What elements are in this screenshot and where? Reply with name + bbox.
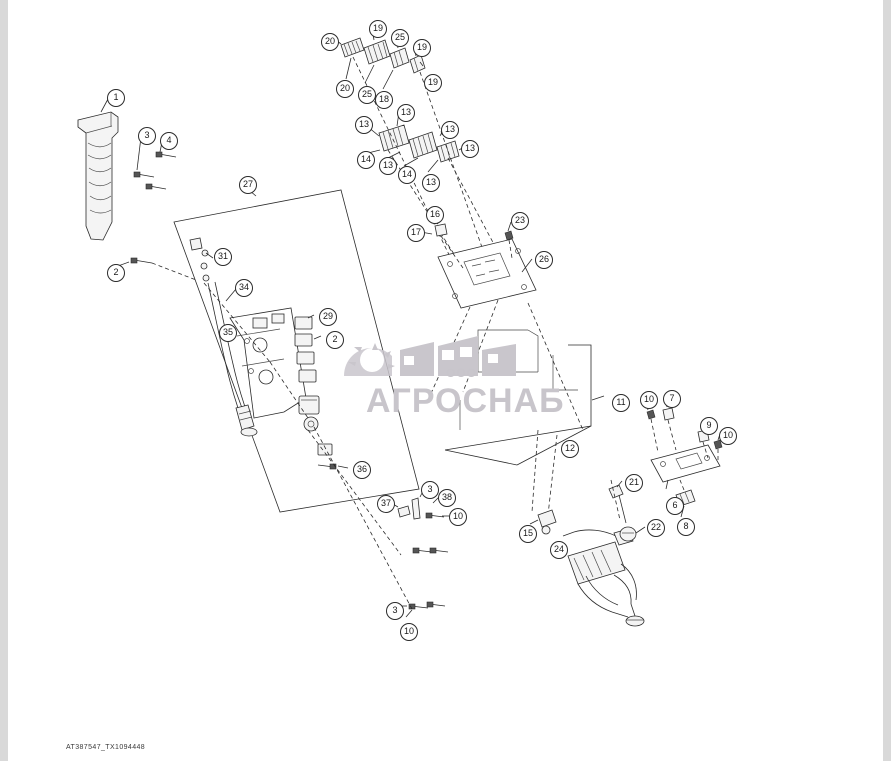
callout-14: 14 bbox=[398, 166, 416, 184]
callout-25: 25 bbox=[391, 29, 409, 47]
callout-35: 35 bbox=[219, 324, 237, 342]
part-1-column-cover bbox=[77, 111, 119, 241]
part-37-38-lower-fasteners bbox=[385, 488, 449, 618]
callout-2: 2 bbox=[107, 264, 125, 282]
part-35-inner-bracket bbox=[229, 307, 307, 419]
callout-13: 13 bbox=[379, 157, 397, 175]
callout-24: 24 bbox=[550, 541, 568, 559]
callout-26: 26 bbox=[535, 251, 553, 269]
callout-13: 13 bbox=[441, 121, 459, 139]
part-cluster-top-connectors bbox=[331, 28, 426, 90]
part-23-fastener bbox=[504, 221, 514, 259]
callout-19: 19 bbox=[369, 20, 387, 38]
callout-8: 8 bbox=[677, 518, 695, 536]
callout-21: 21 bbox=[625, 474, 643, 492]
page-left-margin bbox=[0, 0, 8, 761]
callout-31: 31 bbox=[214, 248, 232, 266]
callout-4: 4 bbox=[160, 132, 178, 150]
callout-12: 12 bbox=[561, 440, 579, 458]
part-34-harness bbox=[207, 281, 258, 437]
callout-13: 13 bbox=[355, 116, 373, 134]
callout-13: 13 bbox=[422, 174, 440, 192]
callout-3: 3 bbox=[386, 602, 404, 620]
callout-16: 16 bbox=[426, 206, 444, 224]
callout-3: 3 bbox=[421, 481, 439, 499]
callout-10: 10 bbox=[449, 508, 467, 526]
callout-11: 11 bbox=[612, 394, 630, 412]
callout-37: 37 bbox=[377, 495, 395, 513]
callout-23: 23 bbox=[511, 212, 529, 230]
callout-2: 2 bbox=[326, 331, 344, 349]
callout-19: 19 bbox=[424, 74, 442, 92]
part-15-24-sensor bbox=[529, 509, 634, 546]
part-31-34-panel-items bbox=[189, 237, 237, 302]
callout-22: 22 bbox=[647, 519, 665, 537]
part-2-screw-left bbox=[117, 257, 153, 267]
callout-19: 19 bbox=[413, 39, 431, 57]
callout-34: 34 bbox=[235, 279, 253, 297]
part-6-mounting-plate bbox=[650, 444, 721, 490]
callout-10: 10 bbox=[400, 623, 418, 641]
callout-7: 7 bbox=[663, 390, 681, 408]
diagram-vector-layer bbox=[77, 28, 723, 627]
callout-1: 1 bbox=[107, 89, 125, 107]
part-26-keypad-plate bbox=[437, 238, 537, 309]
callout-13: 13 bbox=[461, 140, 479, 158]
callout-14: 14 bbox=[357, 151, 375, 169]
callout-17: 17 bbox=[407, 224, 425, 242]
page-right-margin bbox=[883, 0, 891, 761]
document-code: AT387547_TX1094448 bbox=[66, 744, 146, 751]
callout-29: 29 bbox=[319, 308, 337, 326]
callout-10: 10 bbox=[640, 391, 658, 409]
callout-27: 27 bbox=[239, 176, 257, 194]
part-cluster-13-14-connectors bbox=[361, 111, 465, 173]
callout-13: 13 bbox=[397, 104, 415, 122]
callout-38: 38 bbox=[438, 489, 456, 507]
callout-18: 18 bbox=[375, 91, 393, 109]
part-29-switch-stack bbox=[294, 314, 333, 456]
part-24-bottom-harness bbox=[567, 541, 645, 627]
part-3-4-fasteners bbox=[133, 136, 177, 190]
callout-9: 9 bbox=[700, 417, 718, 435]
callout-3: 3 bbox=[138, 127, 156, 145]
callout-20: 20 bbox=[321, 33, 339, 51]
callout-36: 36 bbox=[353, 461, 371, 479]
callout-15: 15 bbox=[519, 525, 537, 543]
callout-10: 10 bbox=[719, 427, 737, 445]
callout-25: 25 bbox=[358, 86, 376, 104]
callout-20: 20 bbox=[336, 80, 354, 98]
part-7-10-fasteners-right bbox=[644, 397, 723, 462]
callout-6: 6 bbox=[666, 497, 684, 515]
